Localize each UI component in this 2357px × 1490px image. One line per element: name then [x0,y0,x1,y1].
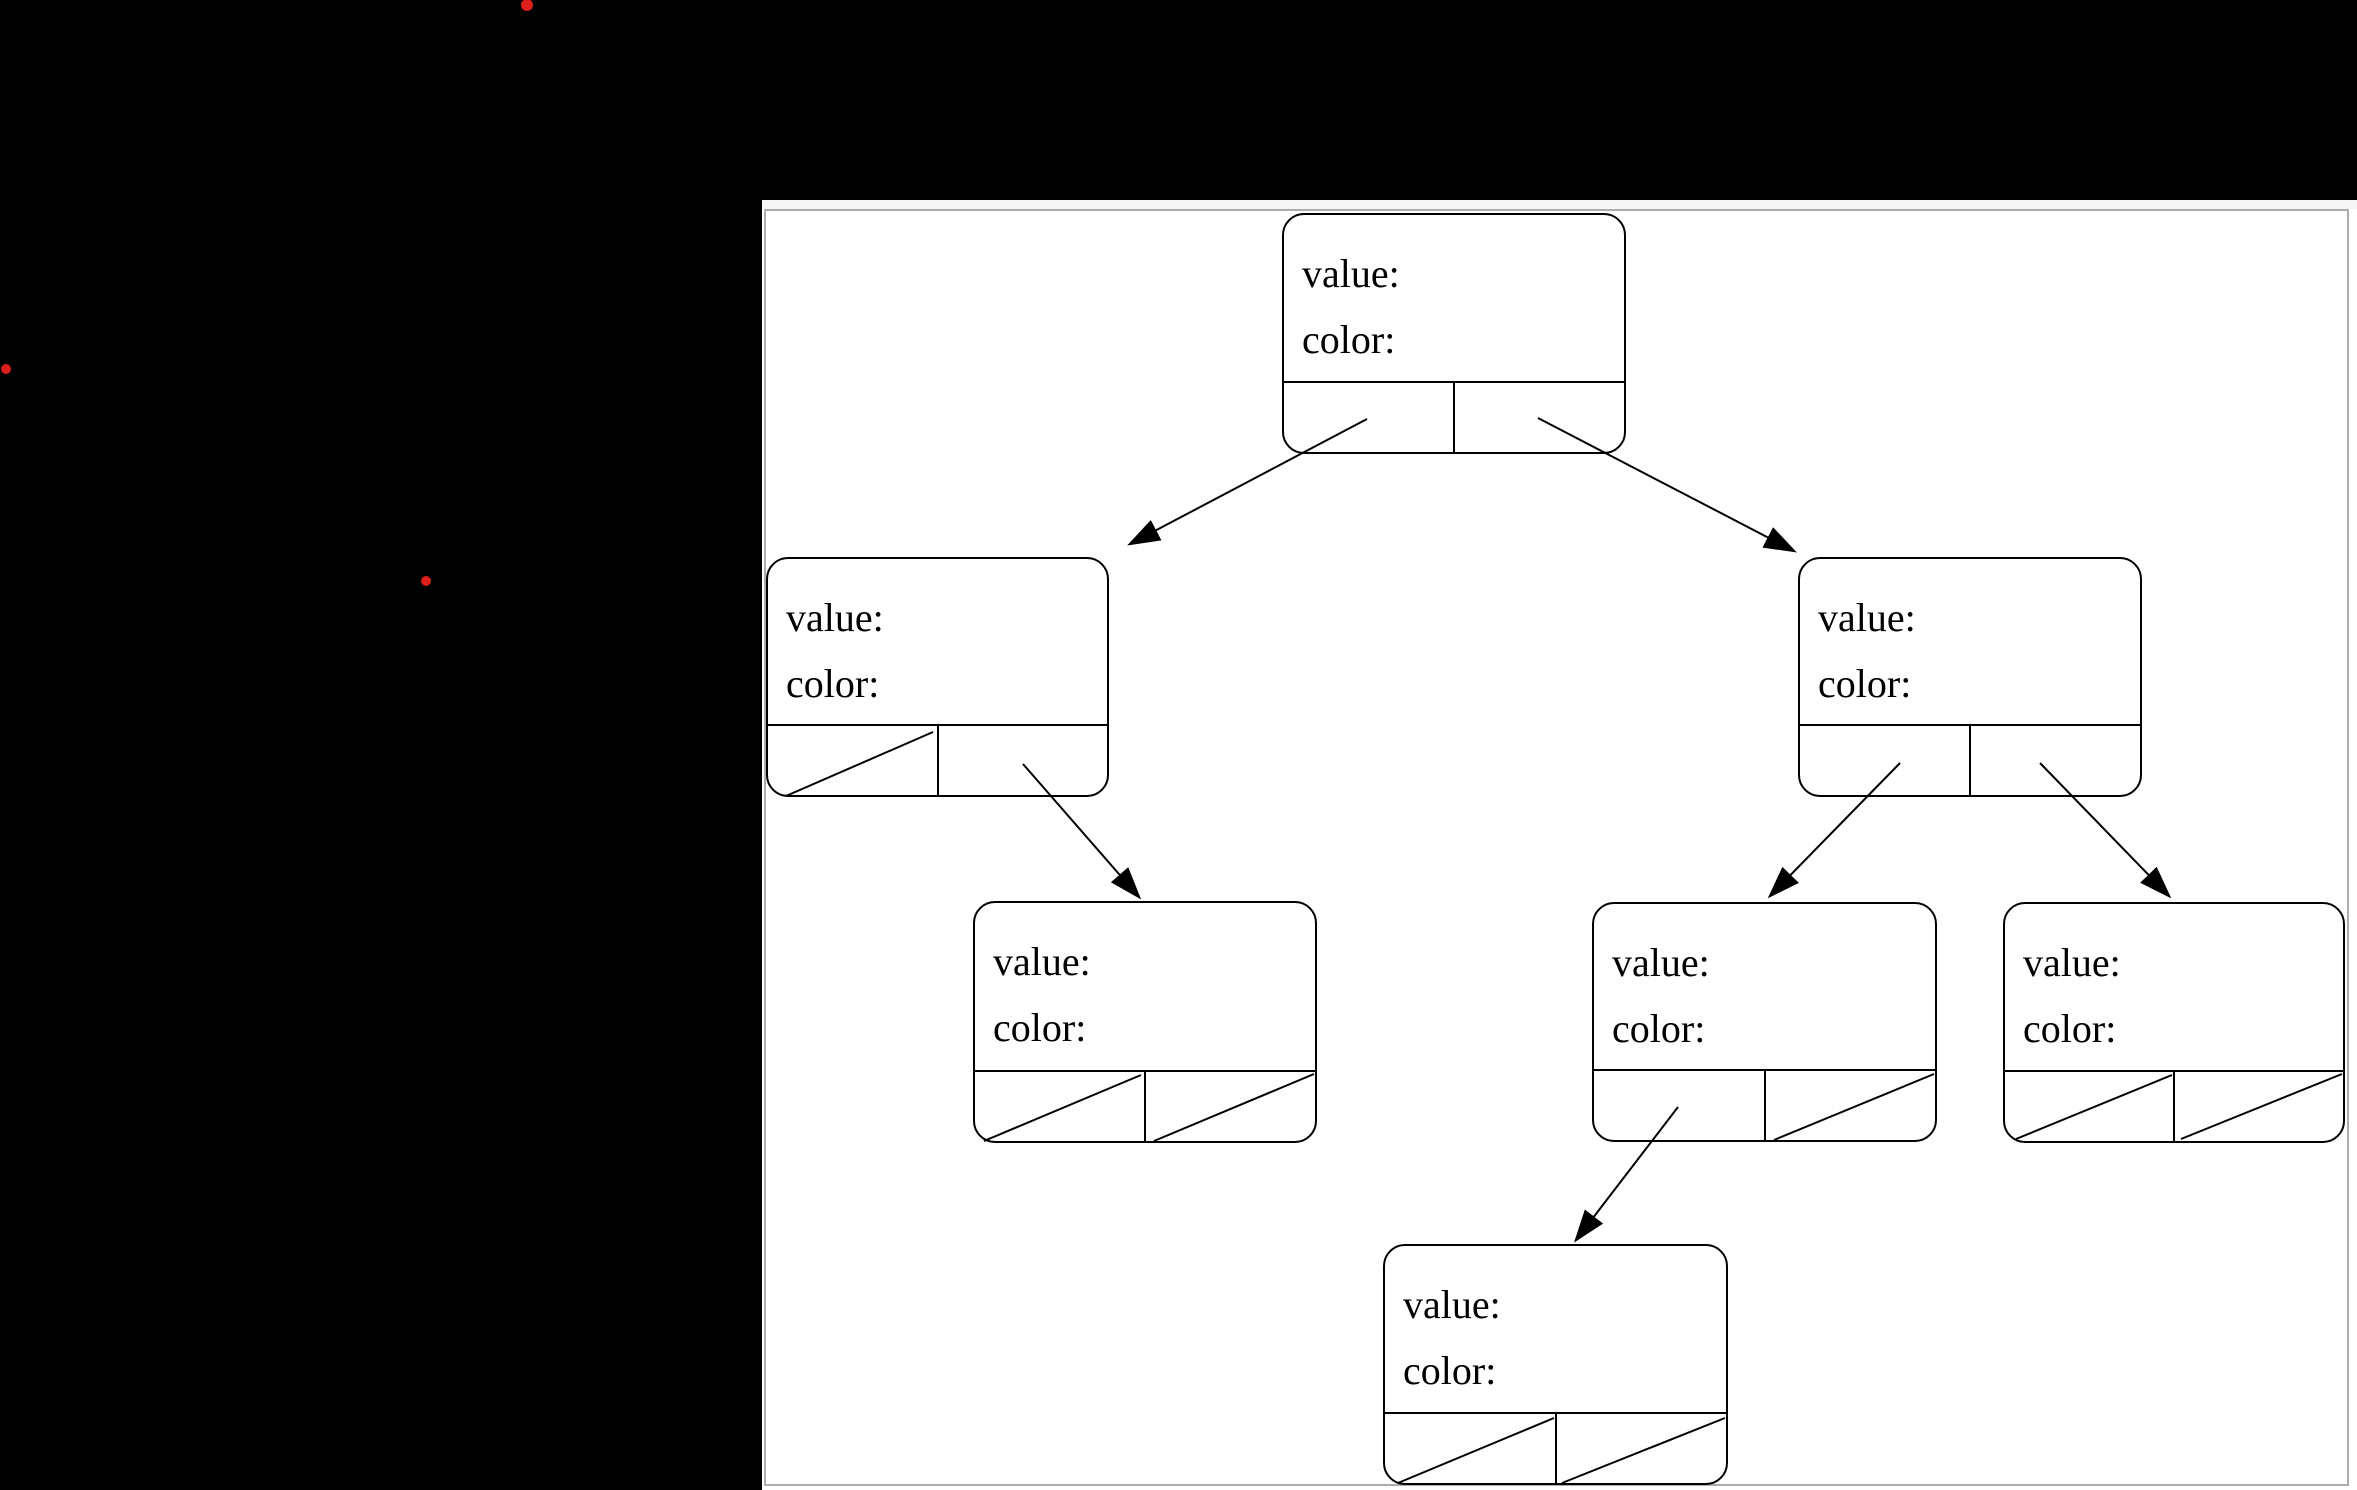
left-pointer-cell [1284,383,1455,452]
right-pointer-cell [1146,1072,1315,1141]
tree-node-right-left-child: value: color: [1592,902,1937,1142]
tree-node-root: value: color: [1282,213,1626,454]
value-label: value: [2023,940,2121,985]
node-labels: value: color: [2005,904,2343,1070]
right-pointer-cell [1557,1414,1727,1483]
left-pointer-cell [1385,1414,1557,1483]
value-label: value: [786,595,884,640]
value-label: value: [1612,940,1710,985]
tree-node-right-child: value: color: [1798,557,2142,797]
tree-node-bottom-node: value: color: [1383,1244,1728,1485]
red-dot-3 [421,576,431,586]
node-labels: value: color: [1385,1246,1726,1412]
panel-top-strip [762,200,2357,209]
node-labels: value: color: [1284,215,1624,381]
left-pointer-cell [1800,726,1971,795]
value-label: value: [993,939,1091,984]
value-label: value: [1302,251,1400,296]
node-labels: value: color: [768,559,1107,724]
tree-node-right-right-child: value: color: [2003,902,2345,1143]
left-pointer-cell [975,1072,1146,1141]
color-label: color: [993,1005,1087,1050]
pointer-cells [1800,724,2140,795]
value-label: value: [1403,1282,1501,1327]
right-pointer-cell [1971,726,2140,795]
tree-node-left-child: value: color: [766,557,1109,797]
pointer-cells [1385,1412,1726,1483]
right-pointer-cell [1766,1071,1936,1140]
color-label: color: [786,661,880,706]
left-pointer-cell [1594,1071,1766,1140]
tree-node-left-subtree-child: value: color: [973,901,1317,1143]
right-pointer-cell [939,726,1108,795]
color-label: color: [1302,317,1396,362]
red-dot-2 [1,364,11,374]
left-pointer-cell [768,726,939,795]
color-label: color: [1612,1006,1706,1051]
value-label: value: [1818,595,1916,640]
color-label: color: [2023,1006,2117,1051]
left-pointer-cell [2005,1072,2175,1141]
node-labels: value: color: [1800,559,2140,724]
pointer-cells [1284,381,1624,452]
right-pointer-cell [2175,1072,2343,1141]
node-labels: value: color: [975,903,1315,1070]
pointer-cells [1594,1069,1935,1140]
node-labels: value: color: [1594,904,1935,1069]
red-dot-1 [521,0,533,11]
right-pointer-cell [1455,383,1624,452]
pointer-cells [768,724,1107,795]
color-label: color: [1403,1348,1497,1393]
pointer-cells [2005,1070,2343,1141]
pointer-cells [975,1070,1315,1141]
color-label: color: [1818,661,1912,706]
